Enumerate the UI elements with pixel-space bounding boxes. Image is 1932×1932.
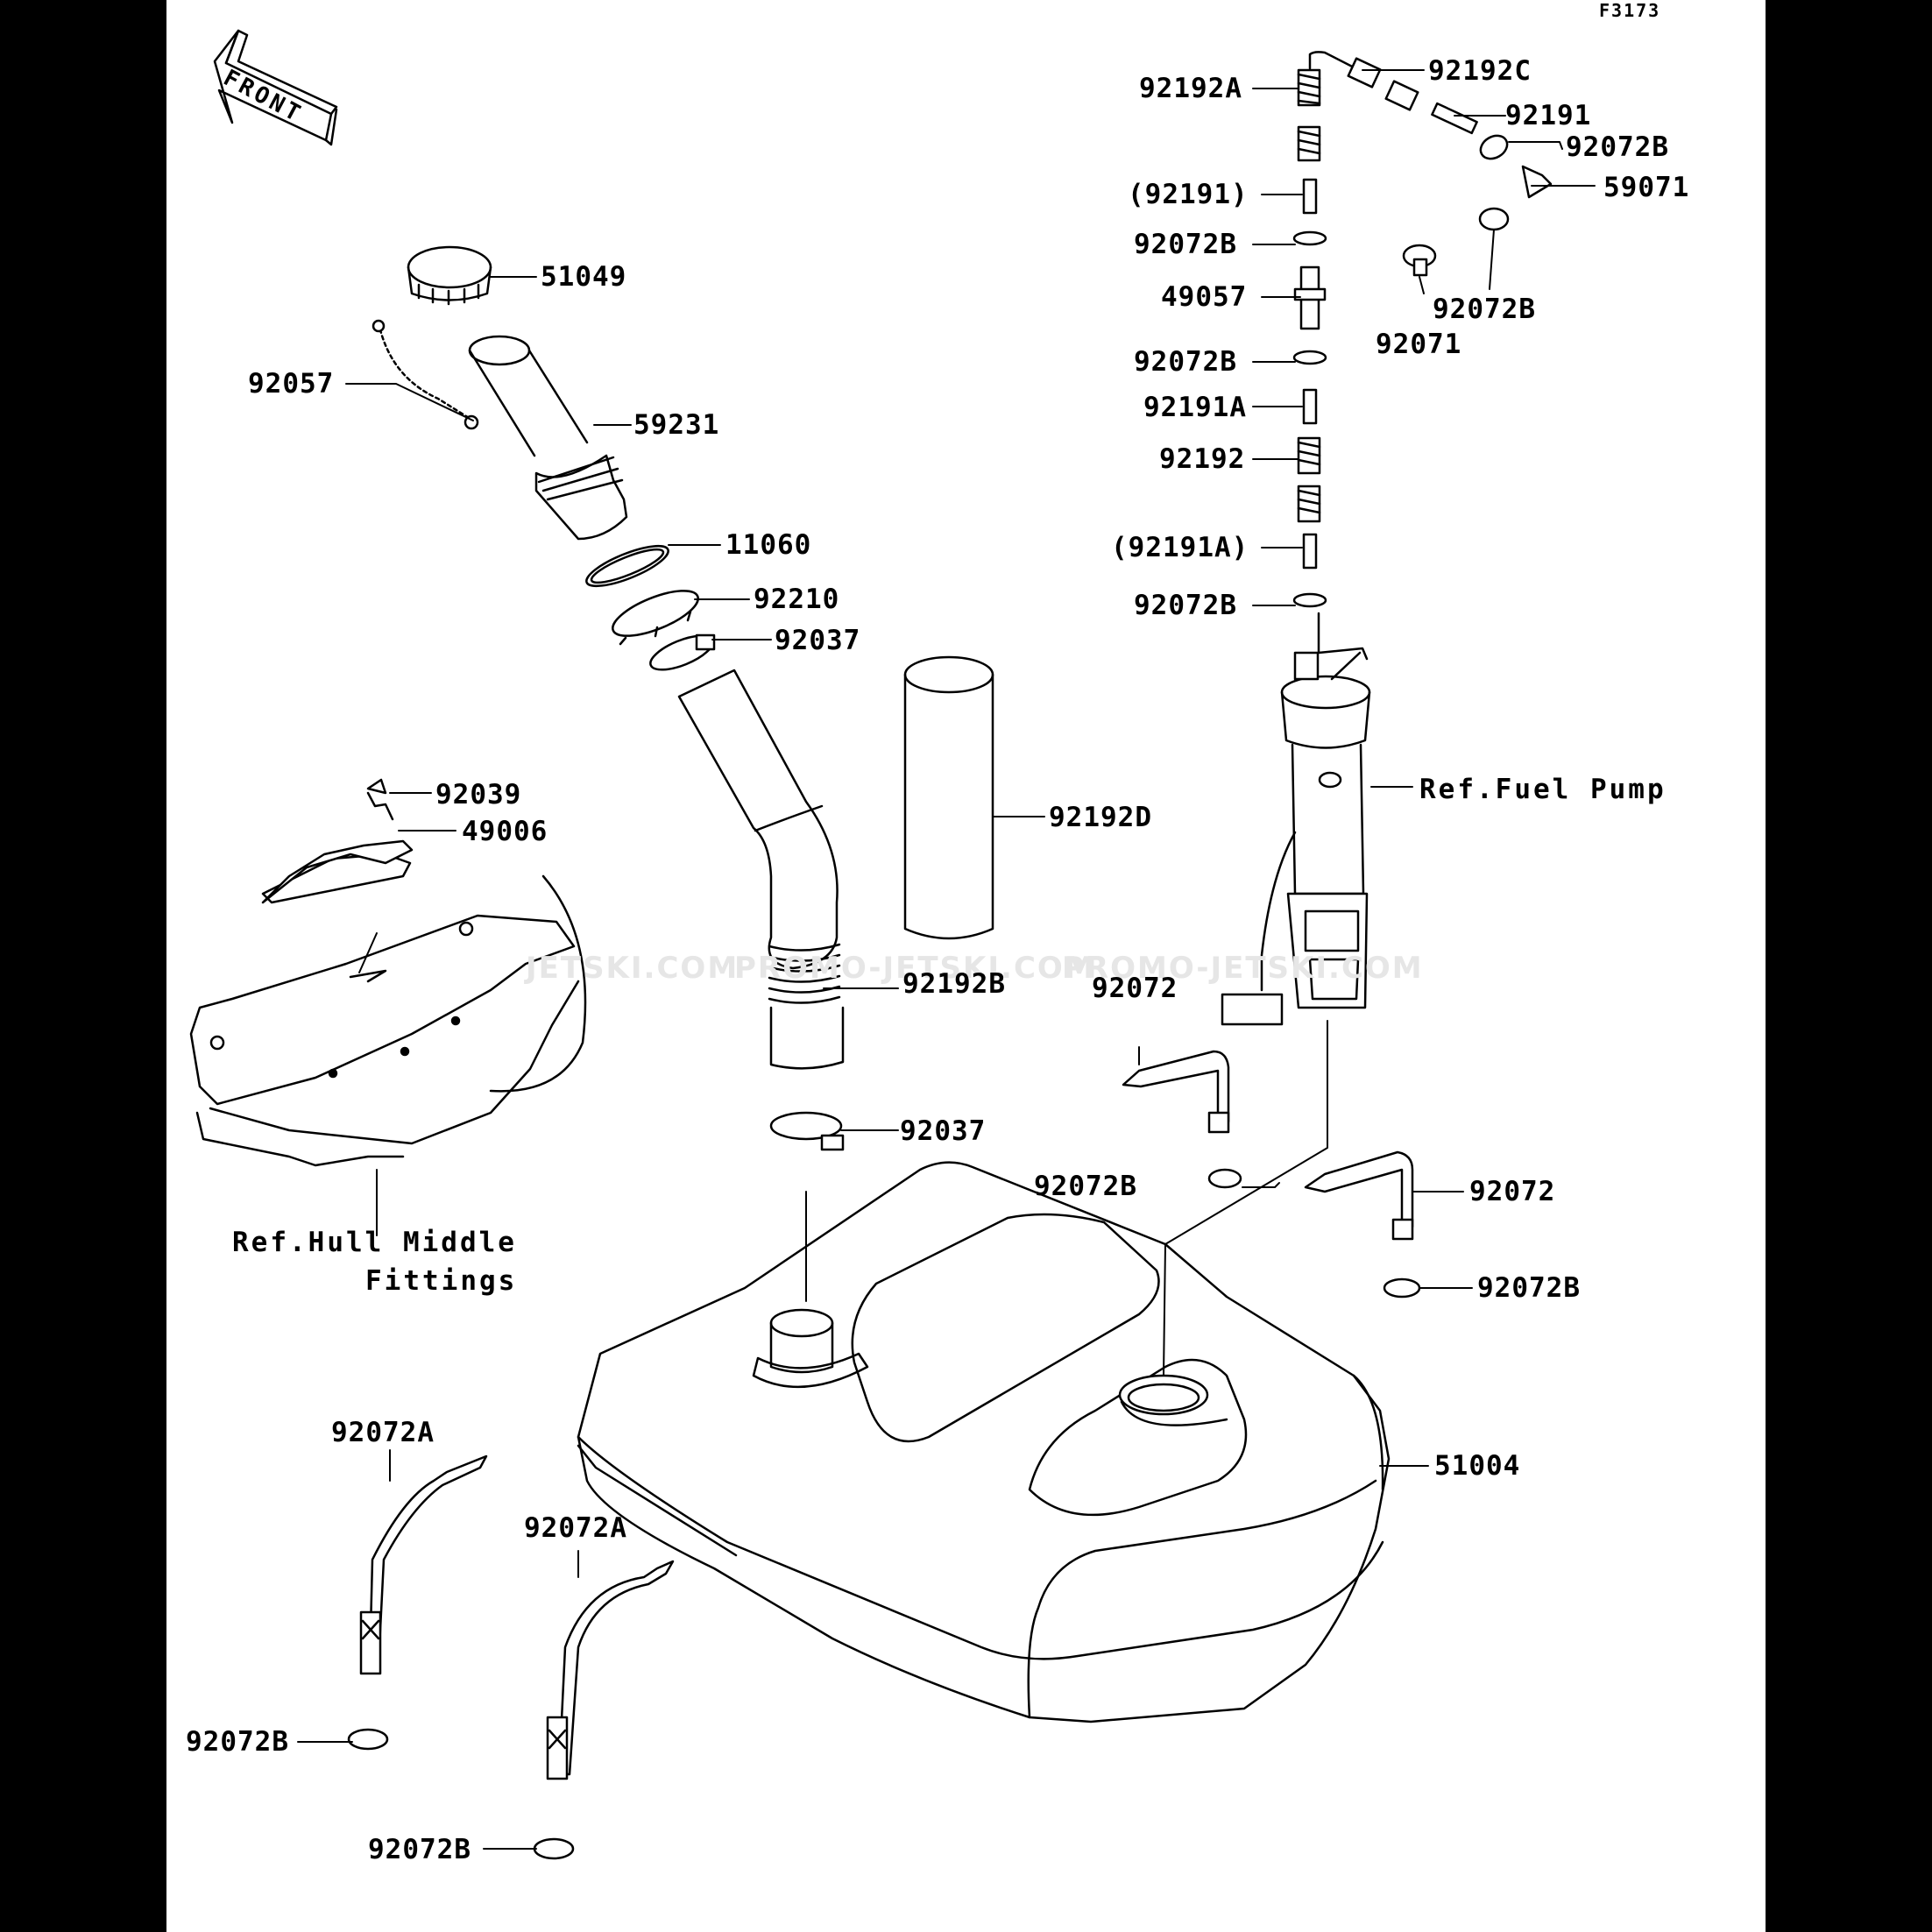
fuel-pump-unit	[1221, 612, 1371, 1026]
part-label: 92072	[1092, 973, 1178, 1004]
part-label: 92071	[1376, 329, 1462, 360]
clip-92072b-g	[1383, 1277, 1421, 1299]
part-label: 51004	[1434, 1450, 1521, 1482]
part-label: 51049	[541, 261, 627, 293]
part-label: 92191	[1505, 100, 1592, 131]
watermark: PROMO-JETSKI.COM	[1062, 951, 1424, 986]
part-label: 49057	[1161, 281, 1248, 313]
part-label: 92072B	[1433, 294, 1536, 325]
part-label: 49006	[462, 816, 548, 847]
tank-band-left-a	[359, 1454, 488, 1675]
clip-92072b-i	[533, 1837, 575, 1860]
part-label: 92072A	[331, 1417, 435, 1448]
part-label: 92072B	[1134, 229, 1237, 260]
part-label: 92072B	[1566, 131, 1669, 163]
part-label: 92072B	[368, 1834, 471, 1865]
part-label: 92210	[754, 584, 840, 615]
part-label: 11060	[725, 529, 812, 561]
grommet	[366, 778, 387, 795]
fuel-cap	[407, 245, 492, 306]
part-label: 92192D	[1049, 802, 1152, 833]
filler-neck	[468, 335, 628, 541]
vent-line-assembly	[1292, 51, 1553, 608]
part-label: 59231	[633, 409, 720, 441]
diagram-code: F3173	[1599, 0, 1661, 21]
hose-clamp-upper	[649, 633, 716, 671]
part-label: 92192C	[1428, 55, 1532, 87]
part-label: 92192	[1159, 443, 1246, 475]
front-arrow-icon	[213, 29, 338, 146]
ref-hull-line1: Ref.Hull Middle	[232, 1227, 517, 1258]
part-label: 92072B	[1134, 346, 1237, 378]
seal-ring	[585, 544, 669, 588]
part-label: 92072B	[1034, 1171, 1137, 1202]
tank-band-left-b	[546, 1560, 675, 1780]
part-label: 92057	[248, 368, 335, 400]
part-label: 92072B	[1134, 590, 1237, 621]
part-label: 92037	[900, 1115, 987, 1147]
watermark: PROMO-JETSKI.COM	[734, 951, 1096, 986]
clip-92072b-h	[347, 1728, 389, 1751]
watermark: JETSKI.COM	[526, 951, 740, 986]
cover-plate	[261, 839, 414, 904]
tether-chain	[372, 319, 479, 430]
part-label: (92191)	[1128, 179, 1249, 210]
hull-fragment	[189, 791, 587, 1167]
fuel-tank	[577, 1161, 1391, 1723]
part-label: 92072B	[186, 1726, 289, 1758]
vent-hose	[903, 655, 994, 940]
part-label: 92072	[1469, 1176, 1556, 1207]
ref-fuel-pump: Ref.Fuel Pump	[1419, 774, 1667, 805]
part-label: 92039	[435, 779, 522, 810]
leader-lines	[297, 69, 1596, 1850]
part-label: 92191A	[1143, 392, 1247, 423]
part-label: 92072A	[524, 1512, 627, 1544]
part-label: 92072B	[1477, 1272, 1581, 1304]
tank-band-right	[1304, 1150, 1414, 1241]
filler-hose	[677, 669, 845, 1070]
tank-band-upper	[1122, 1050, 1230, 1134]
part-label: 92037	[775, 625, 861, 656]
part-label: (92191A)	[1111, 532, 1249, 563]
clip-92072b-f	[1207, 1168, 1242, 1189]
part-label: 92192A	[1139, 73, 1242, 104]
part-label: 59071	[1603, 172, 1690, 203]
hose-clamp-lower	[769, 1111, 845, 1151]
part-label: 92192B	[902, 968, 1006, 1000]
ref-hull-line2: Fittings	[365, 1265, 518, 1297]
nut-ring	[612, 590, 699, 646]
